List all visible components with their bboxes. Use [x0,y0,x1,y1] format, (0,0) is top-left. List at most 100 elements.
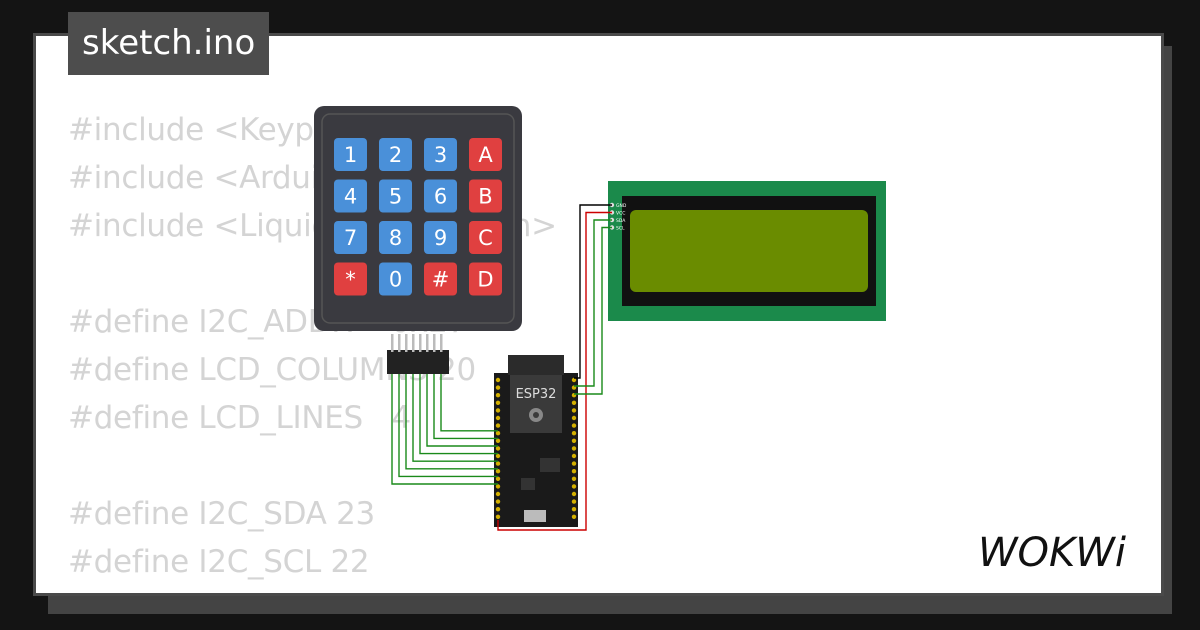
keypad-key[interactable]: 7 [334,221,367,254]
esp32-pin [571,446,577,451]
esp32-pin [571,507,577,512]
svg-text:7: 7 [344,226,357,250]
svg-text:VCC: VCC [616,211,625,217]
esp32-antenna [508,355,564,375]
keypad-key[interactable]: 4 [334,179,367,213]
esp32-pin [571,438,577,443]
svg-text:1: 1 [344,143,357,167]
esp32-pin [495,507,501,512]
code-line: #define LCD_LINES 4 [68,400,411,436]
keypad-key[interactable]: # [424,262,457,296]
esp32-pin [571,469,577,474]
keypad-connector [387,350,449,374]
esp32-pin [495,484,501,489]
keypad-key[interactable]: 2 [379,138,412,171]
wire [412,374,498,462]
wokwi-logo: WOKWi [978,528,1148,582]
esp32-pins [495,377,577,519]
keypad-key[interactable]: D [469,262,502,296]
svg-text:B: B [478,185,492,209]
code-line: #define I2C_SDA 23 [68,496,375,532]
keypad-key[interactable]: 9 [424,221,457,254]
wire [440,374,498,432]
esp32-board[interactable]: ESP32 [494,355,578,527]
esp32-pin [571,423,577,428]
svg-text:SCL: SCL [616,226,625,232]
keypad-key[interactable]: A [469,138,502,171]
keypad-pin [433,334,436,352]
svg-text:*: * [345,268,356,292]
esp32-pin [495,423,501,428]
esp32-pin [495,385,501,390]
esp32-pin [495,514,501,519]
esp32-pin [495,476,501,481]
wire [405,374,498,470]
svg-text:9: 9 [434,226,447,250]
esp32-pin [571,400,577,405]
keypad-pin [440,334,443,352]
keypad-key[interactable]: 1 [334,138,367,171]
svg-text:GND: GND [616,203,627,209]
esp32-pin [571,377,577,383]
esp32-regulator [521,478,535,490]
keypad-key[interactable]: * [334,262,367,296]
keypad-pin [391,334,394,352]
esp32-pin [495,377,501,383]
esp32-pin [495,400,501,405]
esp32-pin [495,393,501,398]
keypad-key[interactable]: 5 [379,179,412,213]
keypad-frame [321,113,515,324]
esp32-pin [495,446,501,451]
keypad-key[interactable]: 8 [379,221,412,254]
wires [391,204,612,531]
wire [391,374,498,485]
wire [433,374,498,440]
esp32-pin [571,408,577,413]
esp32-pin [495,469,501,474]
wire [398,374,498,478]
keypad-pin [412,334,415,352]
svg-text:C: C [478,226,493,250]
esp32-pin [571,453,577,459]
keypad-key[interactable]: C [469,221,502,254]
keypad-pin [398,334,401,352]
keypad-pin [405,334,408,352]
esp32-chip [540,458,560,472]
svg-text:5: 5 [389,185,402,209]
esp32-pin [571,491,577,497]
keypad-key[interactable]: B [469,179,502,213]
wire [574,226,612,395]
wire [574,204,612,379]
wokwi-logo-text: WOKWi [978,530,1126,576]
svg-text:4: 4 [344,185,357,209]
wire [574,219,612,387]
svg-text:#: # [432,268,450,292]
esp32-pin [571,499,577,504]
esp32-label: ESP32 [516,387,557,402]
svg-text:2: 2 [389,143,402,167]
esp32-pin [571,461,577,466]
esp32-pin [495,453,501,459]
keypad-pins [391,334,443,352]
esp32-pin [495,461,501,466]
wire [419,374,498,455]
keypad-key[interactable]: 3 [424,138,457,171]
keypad-key[interactable]: 0 [379,262,412,296]
esp32-pin [571,484,577,489]
svg-text:D: D [477,268,493,292]
esp32-pin [495,491,501,497]
svg-text:SDA: SDA [616,218,626,224]
file-tab[interactable]: sketch.ino [68,12,270,75]
esp32-pin [571,415,577,421]
keypad-key[interactable]: 6 [424,179,457,213]
wire [426,374,498,447]
esp32-pin [495,438,501,443]
esp32-pin [495,499,501,504]
esp32-pin [495,408,501,413]
esp32-pin [571,514,577,519]
lcd-screen [630,210,868,292]
